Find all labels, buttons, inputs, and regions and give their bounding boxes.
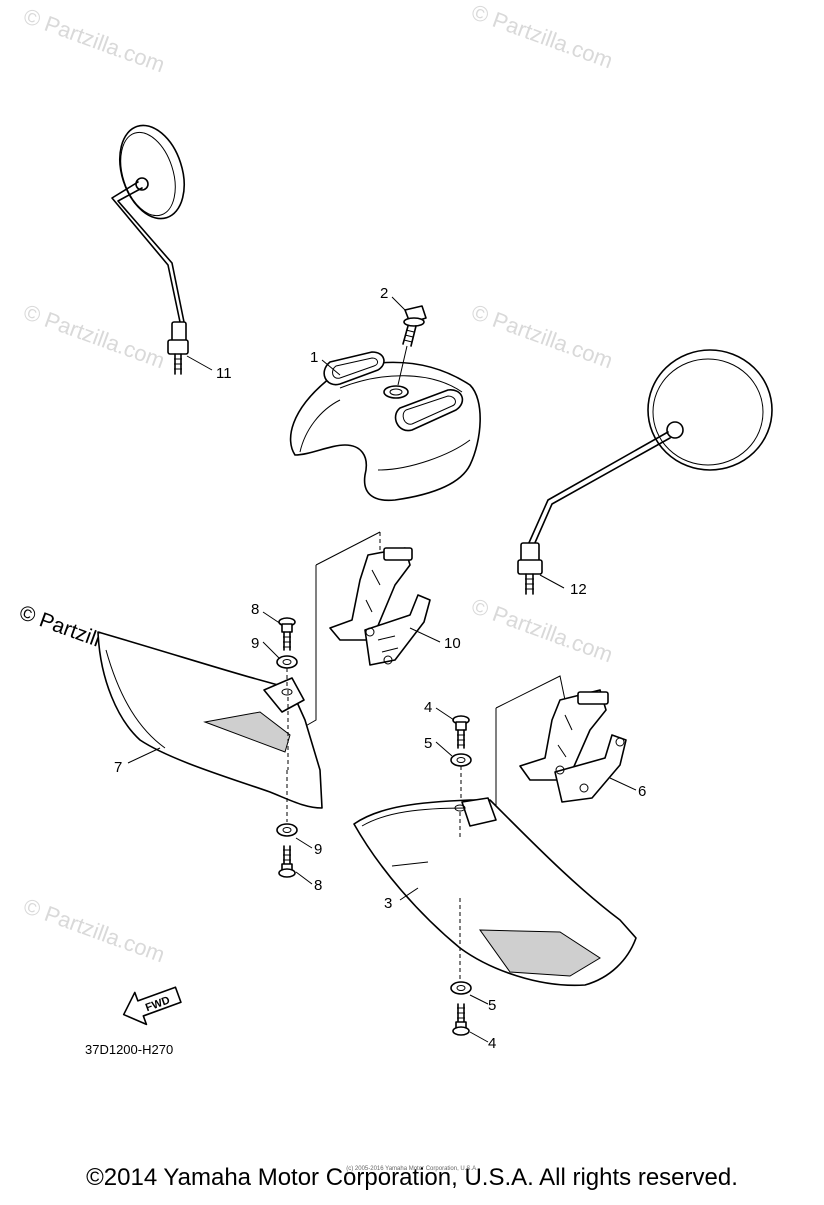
screw-8-upper (278, 617, 296, 651)
washer-9-lower (276, 770, 298, 837)
washer-5-lower (450, 981, 472, 995)
side-cover-left (97, 631, 323, 809)
washer-5-upper (450, 753, 472, 800)
callout-7: 7 (114, 759, 122, 776)
screw-4-lower (452, 1003, 470, 1036)
callout-1: 1 (310, 349, 318, 366)
callout-10: 10 (444, 635, 461, 652)
callout-11: 11 (216, 365, 232, 382)
callout-labels: 1 2 3 4 4 5 5 6 7 8 8 9 9 10 11 12 (114, 285, 646, 1052)
screw-4-upper (452, 715, 470, 749)
side-cover-right (353, 797, 637, 987)
callout-3: 3 (384, 895, 392, 912)
bracket-10 (289, 531, 431, 736)
callout-5-lower: 5 (488, 997, 496, 1014)
bracket-6 (469, 675, 627, 843)
callout-9-lower: 9 (314, 841, 322, 858)
copyright-footer: ©2014 Yamaha Motor Corporation, U.S.A. A… (86, 1164, 738, 1191)
watermark: © Partzilla.com (468, 593, 616, 667)
washer-9-upper (276, 655, 298, 696)
callout-4-lower: 4 (488, 1035, 496, 1052)
bolt-2 (397, 305, 427, 386)
mirror-left (111, 124, 189, 375)
watermark: © Partzilla.com (468, 299, 616, 373)
callout-5-upper: 5 (424, 735, 432, 752)
diagram-code: 37D1200-H270 (85, 1042, 174, 1057)
tiny-copyright-notice: (c) 2005-2016 Yamaha Motor Corporation, … (346, 1166, 478, 1172)
screw-8-lower (278, 845, 296, 878)
center-cover (289, 351, 481, 502)
watermark: © Partzilla.com (468, 0, 616, 73)
callout-4-upper: 4 (424, 699, 432, 716)
leader-lines (127, 296, 637, 1043)
fwd-arrow: FWD (122, 986, 182, 1026)
mirror-right (517, 349, 773, 595)
callout-9-upper: 9 (251, 635, 259, 652)
watermark: © Partzilla.com (20, 299, 168, 373)
watermark: © Partzilla.com (20, 893, 168, 967)
callout-6: 6 (638, 783, 646, 800)
watermark-layer: © Partzilla.com © Partzilla.com © Partzi… (20, 0, 616, 967)
callout-8-upper: 8 (251, 601, 259, 618)
callout-12: 12 (570, 581, 587, 598)
watermark: © Partzilla.com (20, 3, 168, 77)
callout-8-lower: 8 (314, 877, 322, 894)
callout-2: 2 (380, 285, 388, 302)
